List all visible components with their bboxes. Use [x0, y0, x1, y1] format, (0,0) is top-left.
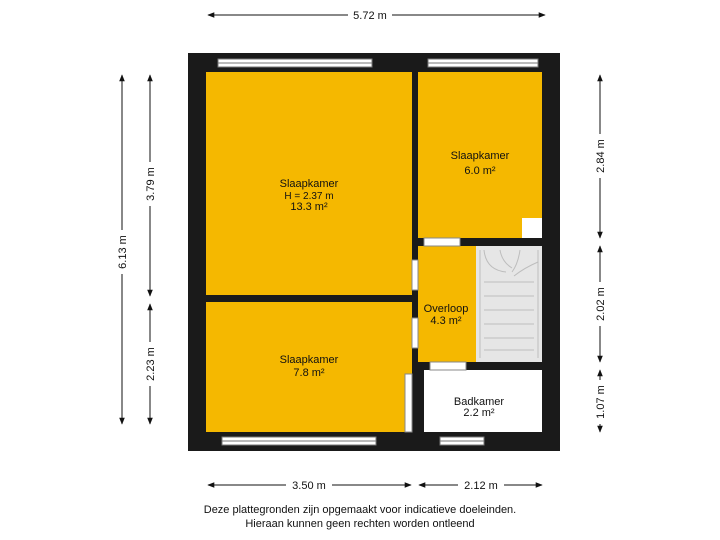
disclaimer-line-2: Hieraan kunnen geen rechten worden ontle… — [245, 518, 475, 530]
label-landing-area: 4.3 m² — [430, 315, 462, 327]
dim-bottom-right: 2.12 m — [464, 480, 498, 492]
stairs — [476, 246, 542, 362]
dim-right-lower: 1.07 m — [595, 385, 607, 419]
dim-left-upper: 3.79 m — [145, 167, 157, 201]
dimension-right: 2.84 m 2.02 m 1.07 m — [593, 74, 607, 433]
room-bedroom-large — [206, 72, 412, 295]
dim-right-upper: 2.84 m — [595, 139, 607, 173]
label-bedroom-large-area: 13.3 m² — [290, 201, 328, 213]
room-landing — [418, 246, 476, 362]
dim-left-total: 6.13 m — [117, 235, 129, 269]
label-bathroom-name: Badkamer — [454, 396, 504, 408]
label-bedroom-small-name: Slaapkamer — [451, 150, 510, 162]
label-bedroom-bottom-name: Slaapkamer — [280, 354, 339, 366]
room-bathroom — [424, 370, 542, 432]
disclaimer-line-1: Deze plattegronden zijn opgemaakt voor i… — [203, 504, 517, 516]
windows — [217, 58, 539, 446]
dim-right-middle: 2.02 m — [595, 287, 607, 321]
dimension-left: 6.13 m 3.79 m 2.23 m — [115, 74, 157, 425]
room-bedroom-small — [418, 72, 542, 238]
wall-notch — [522, 218, 542, 238]
stair-steps — [479, 249, 539, 358]
room-bedroom-bottom — [206, 302, 412, 432]
dim-top-width: 5.72 m — [353, 10, 387, 22]
dim-bottom-left: 3.50 m — [292, 480, 326, 492]
label-bedroom-bottom-area: 7.8 m² — [293, 367, 325, 379]
label-bedroom-large-name: Slaapkamer — [280, 178, 339, 190]
dimension-top: 5.72 m — [207, 8, 546, 22]
label-bedroom-large-height: H = 2.37 m — [284, 191, 333, 202]
label-bedroom-small-area: 6.0 m² — [464, 165, 496, 177]
label-landing-name: Overloop — [424, 303, 469, 315]
dim-left-lower: 2.23 m — [145, 347, 157, 381]
dimension-bottom: 3.50 m 2.12 m — [207, 478, 543, 492]
doors — [404, 237, 467, 433]
label-bathroom-area: 2.2 m² — [463, 407, 495, 419]
